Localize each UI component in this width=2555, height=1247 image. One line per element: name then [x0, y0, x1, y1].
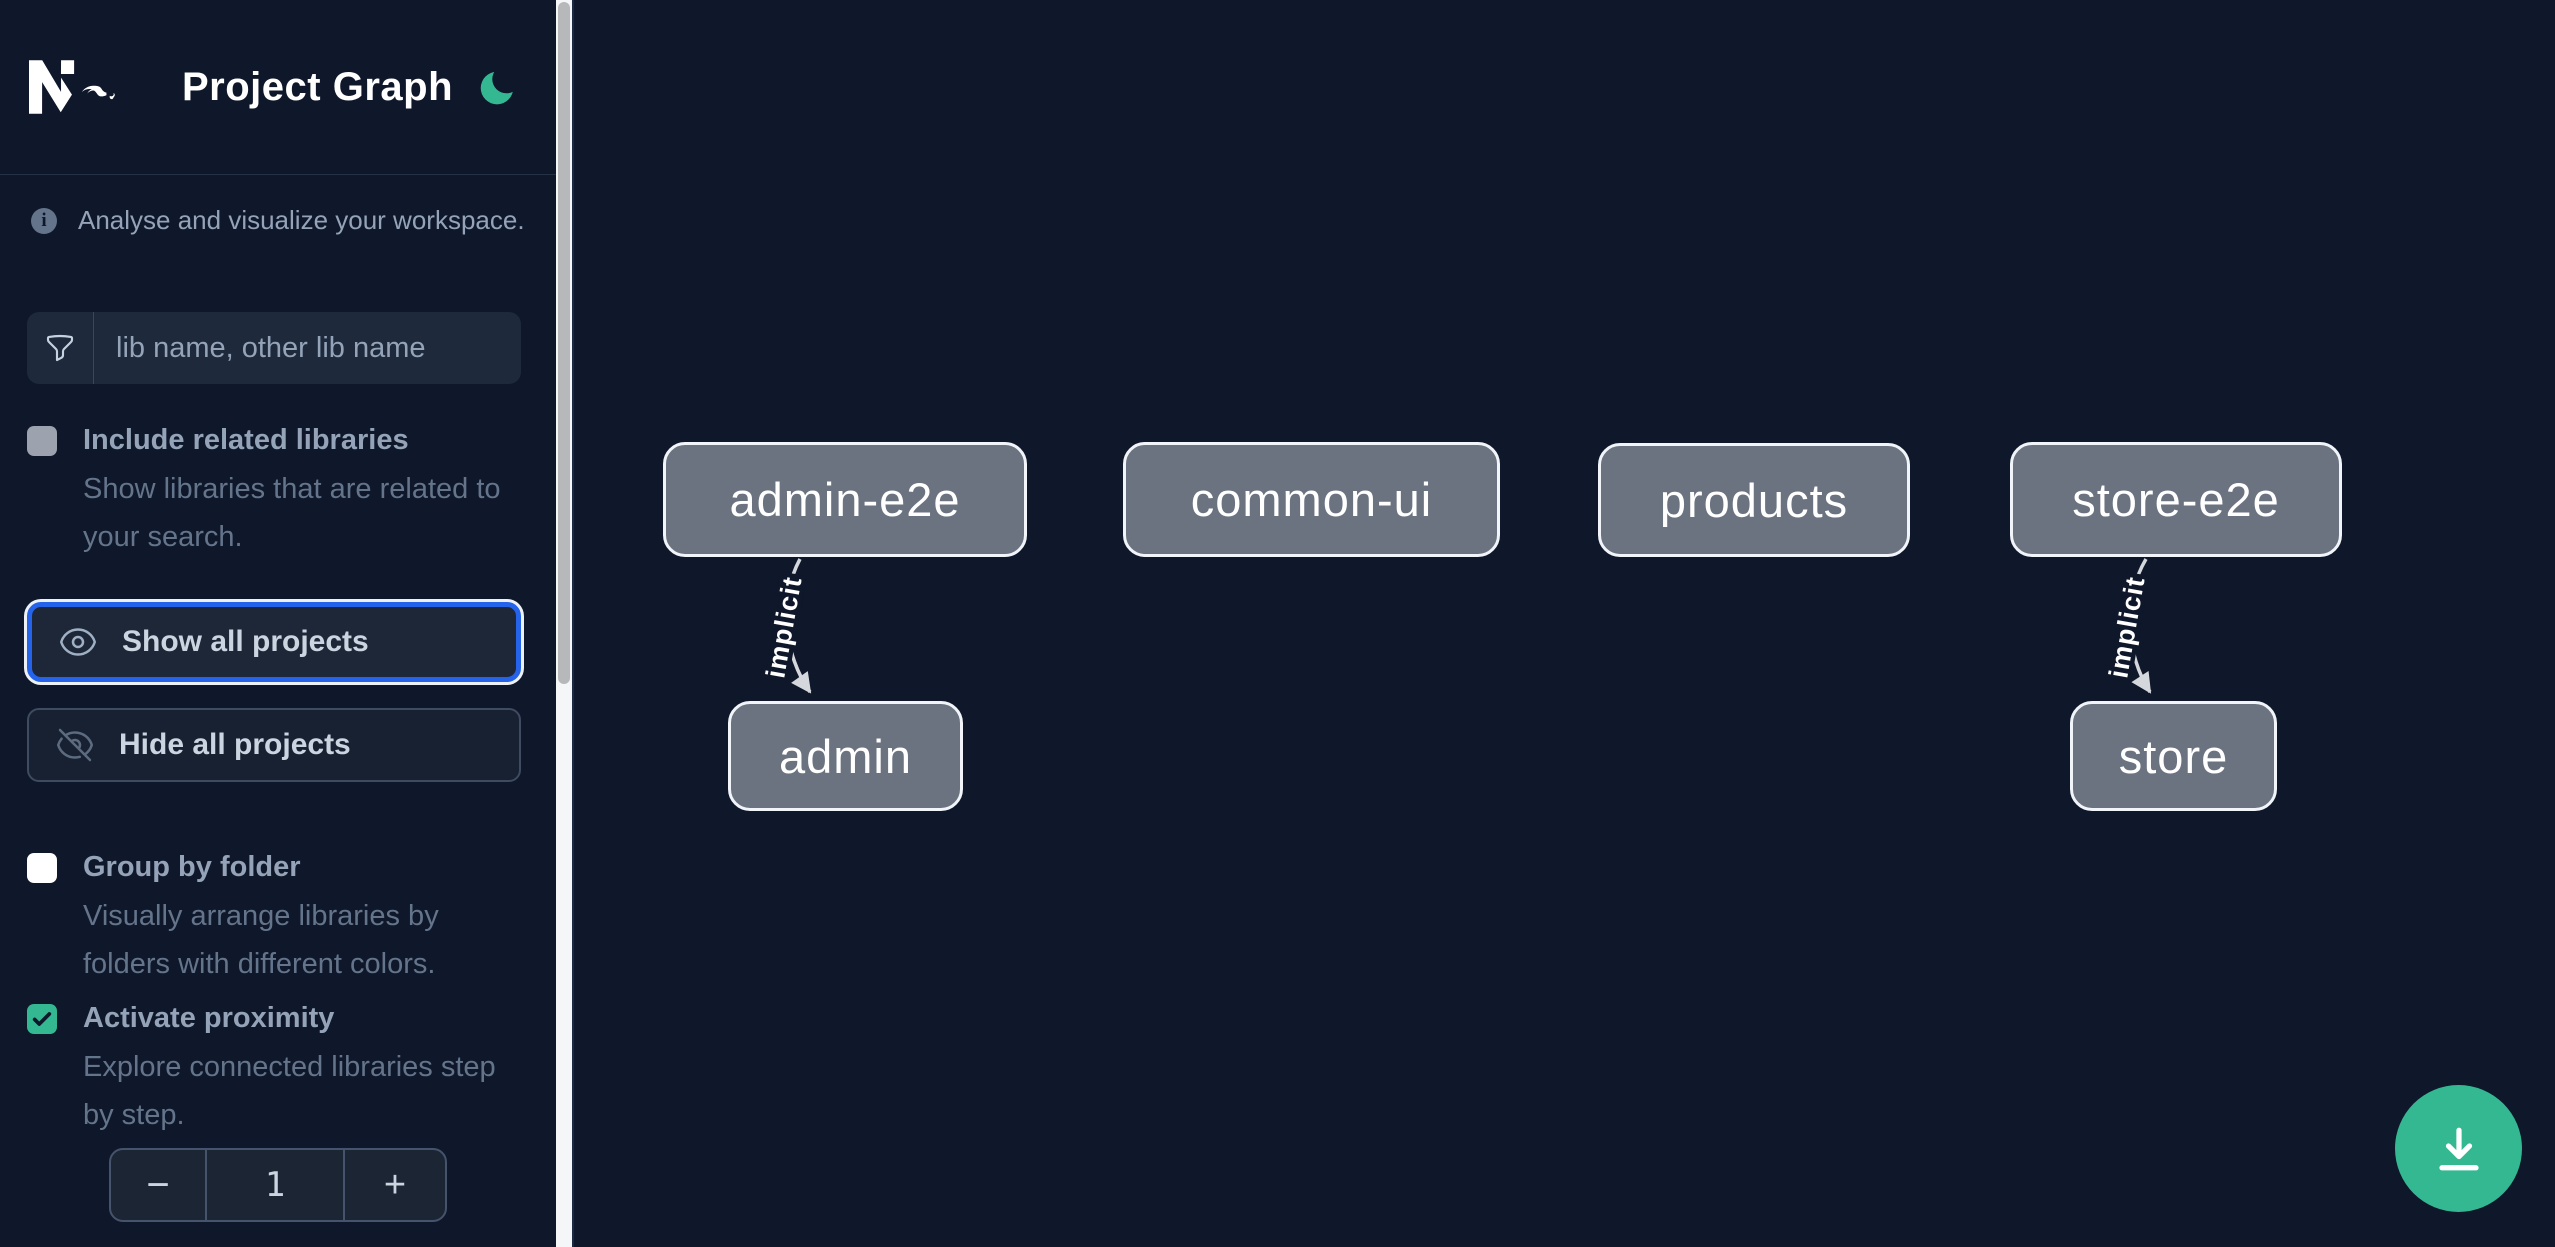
- sidebar-header: Project Graph: [0, 0, 556, 175]
- include-related-option: Include related libraries Show libraries…: [27, 423, 521, 561]
- scrollbar-thumb[interactable]: [558, 2, 570, 684]
- info-icon: i: [31, 207, 57, 234]
- tagline-text: Analyse and visualize your workspace.: [78, 205, 525, 235]
- edge-label-implicit: implicit: [760, 574, 807, 680]
- group-by-folder-description: Visually arrange libraries by folders wi…: [83, 900, 439, 980]
- proximity-depth-value[interactable]: 1: [207, 1150, 345, 1220]
- sidebar: Project Graph i Analyse and visualize yo…: [0, 0, 556, 1247]
- theme-toggle-button[interactable]: [476, 64, 521, 108]
- graph-node-store[interactable]: store: [2070, 701, 2277, 811]
- nx-logo-icon: [29, 60, 115, 114]
- filter-icon-segment: [27, 312, 94, 384]
- show-all-projects-button[interactable]: Show all projects: [27, 602, 521, 682]
- activate-proximity-option: Activate proximity Explore connected lib…: [27, 1001, 521, 1139]
- funnel-icon: [46, 334, 74, 362]
- filter-box: [27, 312, 521, 384]
- hide-all-projects-label: Hide all projects: [119, 728, 351, 761]
- graph-node-admin-e2e[interactable]: admin-e2e: [663, 442, 1027, 557]
- graph-node-admin[interactable]: admin: [728, 701, 963, 811]
- download-graph-button[interactable]: [2395, 1085, 2522, 1212]
- workspace-info: i Analyse and visualize your workspace.: [31, 205, 530, 236]
- graph-node-store-e2e[interactable]: store-e2e: [2010, 442, 2342, 557]
- increment-button[interactable]: +: [345, 1150, 445, 1220]
- include-related-checkbox[interactable]: [27, 426, 57, 456]
- show-all-projects-label: Show all projects: [122, 625, 369, 658]
- graph-edges: implicit implicit: [756, 558, 2155, 694]
- moon-icon: [480, 64, 521, 105]
- page-title: Project Graph: [182, 64, 454, 109]
- include-related-description: Show libraries that are related to your …: [83, 473, 501, 553]
- edge-admin-e2e-admin[interactable]: [784, 558, 812, 694]
- proximity-depth-stepper: − 1 +: [109, 1148, 447, 1222]
- activate-proximity-description: Explore connected libraries step by step…: [83, 1051, 496, 1131]
- checkmark-icon: [32, 1012, 52, 1026]
- eye-slash-icon: [56, 728, 94, 762]
- activate-proximity-label: Activate proximity: [83, 1002, 335, 1034]
- group-by-folder-option: Group by folder Visually arrange librari…: [27, 850, 521, 988]
- decrement-button[interactable]: −: [111, 1150, 207, 1220]
- search-input[interactable]: [94, 312, 521, 384]
- group-by-folder-checkbox[interactable]: [27, 853, 57, 883]
- edge-store-e2e-store[interactable]: [2128, 558, 2152, 694]
- download-icon: [2438, 1127, 2479, 1170]
- edge-label-implicit: implicit: [2103, 574, 2150, 680]
- activate-proximity-checkbox[interactable]: [27, 1004, 57, 1034]
- hide-all-projects-button[interactable]: Hide all projects: [27, 708, 521, 782]
- graph-canvas[interactable]: implicit implicit admin-e2e common-ui pr…: [572, 0, 2555, 1247]
- include-related-label: Include related libraries: [83, 424, 409, 456]
- graph-node-common-ui[interactable]: common-ui: [1123, 442, 1500, 557]
- group-by-folder-label: Group by folder: [83, 851, 301, 883]
- eye-icon: [60, 628, 96, 656]
- graph-node-products[interactable]: products: [1598, 443, 1910, 557]
- sidebar-scrollbar[interactable]: [556, 0, 572, 1247]
